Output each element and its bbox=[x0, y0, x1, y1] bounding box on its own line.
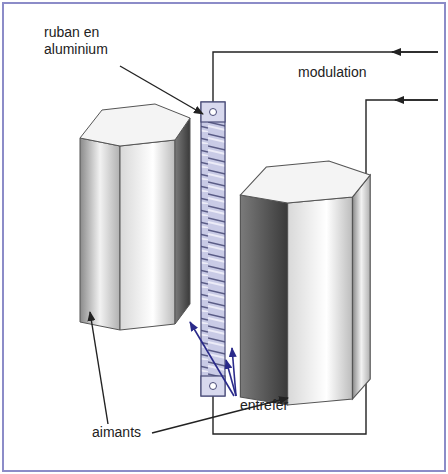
frame bbox=[3, 3, 445, 471]
leader-line bbox=[226, 360, 236, 396]
wire bbox=[213, 52, 438, 106]
magnet bbox=[240, 161, 370, 405]
aluminium-ribbon bbox=[201, 102, 225, 396]
part-label: modulation bbox=[298, 64, 398, 81]
leader-line bbox=[90, 312, 108, 424]
leader-line bbox=[120, 66, 203, 114]
wire bbox=[213, 100, 438, 434]
arrow bbox=[395, 99, 438, 100]
part-label: entrefer bbox=[240, 397, 320, 414]
part-label: aimants bbox=[92, 424, 162, 441]
part-label: ruban en aluminium bbox=[44, 24, 124, 58]
leader-line bbox=[190, 322, 234, 396]
arrow bbox=[392, 51, 438, 52]
magnet bbox=[80, 104, 190, 330]
